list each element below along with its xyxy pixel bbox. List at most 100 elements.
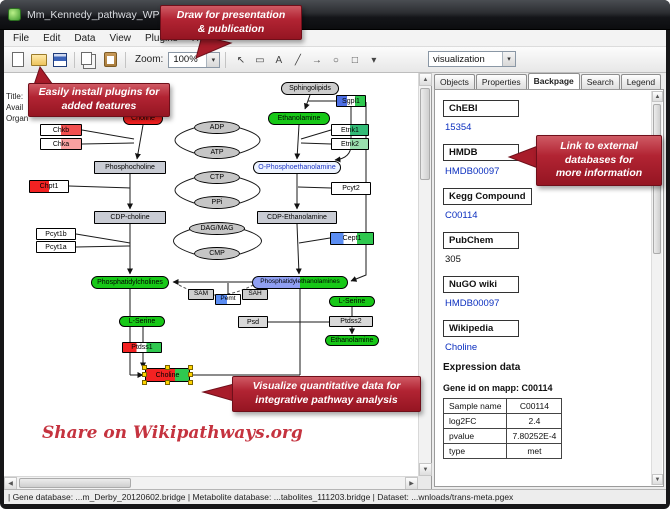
tab-legend[interactable]: Legend [620,74,662,89]
node-adp[interactable]: ADP [194,121,240,134]
node-dag-mag[interactable]: DAG/MAG [189,222,245,235]
node-atp[interactable]: ATP [194,146,240,159]
canvas-horizontal-scrollbar[interactable]: ◀ ▶ [4,476,418,490]
copy-icon[interactable] [80,51,99,69]
node-l-serine-right[interactable]: L-Serine [329,296,375,307]
scroll-thumb[interactable] [19,478,131,488]
callout-draw: Draw for presentation & publication [160,5,302,40]
toolbar-separator [225,51,227,68]
node-o-phosphoethanolamine[interactable]: O-Phosphoethanolamine [253,161,341,174]
menubar: FileEditDataViewPluginsHelp [4,30,666,47]
expression-data-title: Expression data [443,362,521,373]
scroll-down-icon[interactable]: ▼ [652,474,663,485]
tab-backpage[interactable]: Backpage [527,73,580,89]
visualization-value: visualization [433,53,485,65]
canvas-vertical-scrollbar[interactable]: ▲ ▼ [418,73,432,476]
node-etnk2[interactable]: Etnk2 [331,138,369,150]
backpage-header-chebi: ChEBI [443,100,519,117]
backpage-value-wikipedia[interactable]: Choline [445,342,478,353]
scroll-up-icon[interactable]: ▲ [419,73,432,86]
node-cept1[interactable]: Cept1 [330,232,374,245]
node-cdp-ethanolamine[interactable]: CDP-Ethanolamine [257,211,337,224]
node-chkb[interactable]: Chkb [40,124,82,136]
line-tool-icon[interactable]: ╱ [294,54,301,66]
node-chpt1[interactable]: Chpt1 [29,180,69,193]
backpage-header-nugo-wiki: NuGO wiki [443,276,519,293]
node-ppi[interactable]: PPi [194,196,240,209]
scroll-up-icon[interactable]: ▲ [652,91,663,102]
node-phosphatidylethanolamines[interactable]: Phosphatidylethanolamines [252,276,348,289]
visualization-select[interactable]: visualization ▾ [428,51,516,67]
scroll-track[interactable] [419,86,431,463]
backpage-value-chebi[interactable]: 15354 [445,122,472,133]
node-sah[interactable]: SAH [242,289,268,300]
menu-view[interactable]: View [109,32,131,44]
backpage-header-kegg-compound: Kegg Compound [443,188,532,205]
pathway-info: Title: Avail Organ [6,92,29,124]
selection-tool-icon[interactable]: ↖ [236,54,246,66]
node-sphingolipids[interactable]: Sphingolipids [281,82,339,95]
open-file-icon[interactable] [29,51,48,69]
backpage-value-nugo-wiki[interactable]: HMDB00097 [445,298,500,309]
backpage-value-hmdb[interactable]: HMDB00097 [445,166,500,177]
node-ptdss1[interactable]: Ptdss1 [122,342,162,353]
callout-visualize: Visualize quantitative data for integrat… [232,376,421,412]
node-ethanolamine-bottom[interactable]: Ethanolamine [325,335,379,346]
backpage-header-pubchem: PubChem [443,232,519,249]
menu-data[interactable]: Data [74,32,96,44]
tab-search[interactable]: Search [580,74,620,89]
node-pcyt1b[interactable]: Pcyt1b [36,228,76,240]
table-cell-key: log2FC [442,413,508,429]
canvas-view[interactable]: Title: Avail Organ [4,73,418,476]
node-sgpl1[interactable]: Sgpl1 [336,95,366,107]
callout-link: Link to external databases for more info… [536,135,662,186]
node-choline-selected[interactable]: Choline [145,368,190,382]
node-cdp-choline[interactable]: CDP-choline [94,211,166,224]
node-etnk1[interactable]: Etnk1 [331,124,369,136]
callout-plugins: Easily install plugins for added feature… [28,83,170,117]
node-ctp[interactable]: CTP [194,171,240,184]
table-cell-value: 7.80252E-4 [506,428,563,444]
node-phosphocholine[interactable]: Phosphocholine [94,161,166,174]
titlebar[interactable]: Mm_Kennedy_pathway_WP1771_45176.gpml [0,0,670,30]
node-pemt[interactable]: Pemt [215,294,241,305]
tab-objects[interactable]: Objects [434,74,475,89]
node-sam[interactable]: SAM [188,289,214,300]
node-psd[interactable]: Psd [238,316,268,328]
menu-file[interactable]: File [13,32,30,44]
arrow-tool-icon[interactable]: → [311,54,322,66]
node-pcyt1a[interactable]: Pcyt1a [36,241,76,253]
ellipse-tool-icon[interactable]: ○ [332,54,339,66]
save-icon[interactable] [50,51,69,69]
node-ethanolamine-top[interactable]: Ethanolamine [268,112,330,125]
pathway-canvas[interactable]: Title: Avail Organ [4,73,432,490]
node-chka[interactable]: Chka [40,138,82,150]
scroll-track[interactable] [17,477,405,489]
menu-edit[interactable]: Edit [43,32,61,44]
node-phosphatidylcholines[interactable]: Phosphatidylcholines [91,276,169,289]
scroll-thumb[interactable] [420,88,430,180]
label-tool-icon[interactable]: A [275,54,283,66]
backpage-value-kegg-compound[interactable]: C00114 [445,210,478,221]
node-cmp[interactable]: CMP [194,247,240,260]
template-dropdown-icon[interactable]: ▾ [371,54,377,66]
app-icon [8,8,21,21]
scroll-down-icon[interactable]: ▼ [419,463,432,476]
share-note: Share on Wikipathways.org [42,423,303,443]
new-file-icon[interactable] [8,51,27,69]
node-pcyt2[interactable]: Pcyt2 [331,182,371,195]
paste-icon[interactable] [101,51,120,69]
tab-properties[interactable]: Properties [475,74,527,89]
chevron-down-icon[interactable]: ▾ [502,52,515,66]
node-ptdss2[interactable]: Ptdss2 [329,316,373,327]
node-l-serine-left[interactable]: L-Serine [119,316,165,327]
backpage-value-pubchem: 305 [445,254,461,265]
zoom-select[interactable]: 100% ▾ [168,51,221,68]
datanode-tool-icon[interactable]: ▭ [255,54,265,66]
rectangle-tool-icon[interactable]: □ [351,54,358,66]
chevron-down-icon[interactable]: ▾ [206,52,220,67]
